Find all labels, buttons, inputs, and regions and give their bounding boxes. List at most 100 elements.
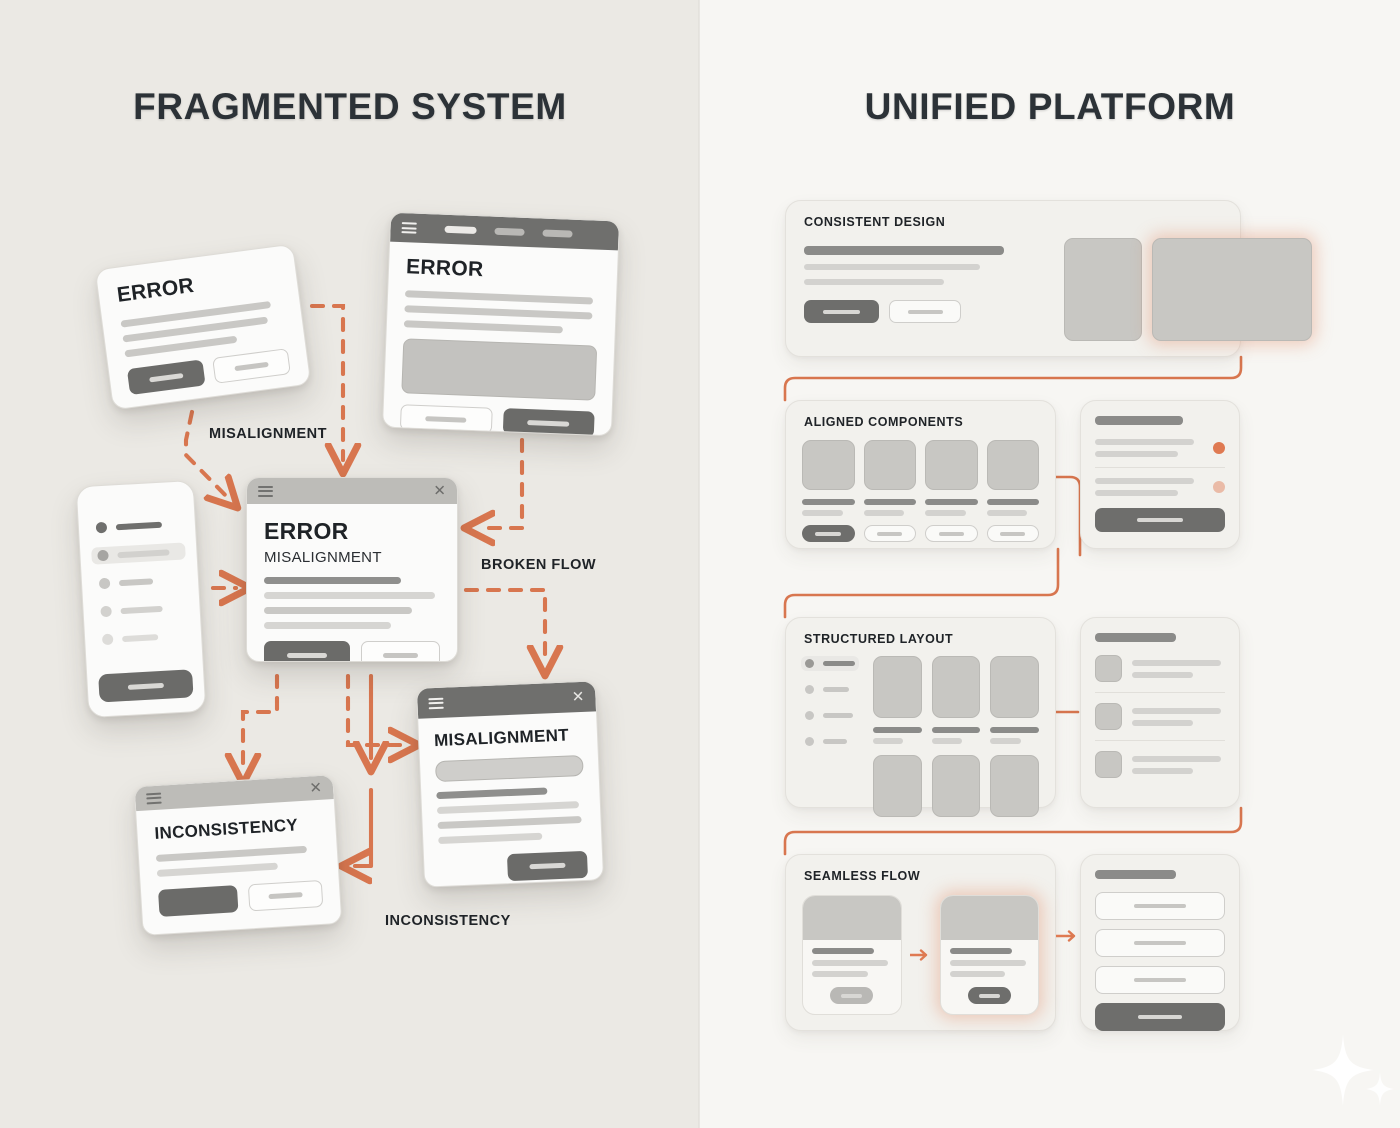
text-line <box>804 264 980 270</box>
section-seamless-flow[interactable]: SEAMLESS FLOW <box>785 854 1056 1031</box>
text-line <box>264 592 435 599</box>
text-line <box>1095 490 1178 496</box>
primary-button[interactable] <box>1095 508 1225 532</box>
component-card[interactable] <box>802 440 855 542</box>
primary-button[interactable] <box>98 669 194 703</box>
secondary-button[interactable] <box>360 641 440 661</box>
text-line <box>1132 671 1194 678</box>
card-heading: ERROR <box>115 273 196 307</box>
hamburger-icon[interactable] <box>258 483 273 499</box>
grid-item[interactable] <box>990 755 1040 817</box>
primary-button[interactable] <box>126 359 206 396</box>
hamburger-icon[interactable] <box>401 220 417 237</box>
grid-item[interactable] <box>873 656 922 744</box>
nav-pill[interactable] <box>494 227 525 236</box>
flow-step-card[interactable] <box>802 895 902 1015</box>
misalignment-window[interactable]: ✕ MISALIGNMENT <box>415 680 605 888</box>
component-card[interactable] <box>925 440 978 542</box>
sparkle-icon <box>1312 1034 1374 1106</box>
section-aligned-components[interactable]: ALIGNED COMPONENTS <box>785 400 1056 549</box>
sidebar-nav-card[interactable] <box>75 479 207 719</box>
aligned-components-detail-panel[interactable] <box>1080 400 1240 549</box>
text-line <box>804 279 944 285</box>
nav-item[interactable] <box>801 708 859 723</box>
component-card[interactable] <box>986 440 1039 542</box>
error-modal-window[interactable]: ✕ ERROR MISALIGNMENT <box>246 477 458 662</box>
nav-item-active[interactable] <box>801 656 859 671</box>
text-line <box>863 499 916 505</box>
sparkle-icon-small <box>1366 1072 1394 1106</box>
text-line <box>863 510 905 516</box>
component-card[interactable] <box>863 440 916 542</box>
secondary-button[interactable] <box>863 525 916 542</box>
primary-button[interactable] <box>157 885 239 917</box>
close-icon[interactable]: ✕ <box>433 482 446 500</box>
flow-button[interactable] <box>967 987 1011 1004</box>
content-block <box>401 338 598 401</box>
nav-label <box>823 687 849 692</box>
thumbnail <box>931 656 981 718</box>
error-browser-window[interactable]: ERROR <box>381 211 621 437</box>
list-thumbnail <box>1095 655 1122 682</box>
nav-item[interactable] <box>94 598 189 620</box>
option-row[interactable] <box>1095 929 1225 957</box>
grid-item[interactable] <box>931 755 981 817</box>
secondary-button[interactable] <box>399 404 493 434</box>
hamburger-icon[interactable] <box>146 790 162 807</box>
secondary-button[interactable] <box>247 879 324 912</box>
nav-item[interactable] <box>89 515 184 537</box>
nav-label <box>115 521 163 530</box>
grid-item[interactable] <box>873 755 922 817</box>
text-line <box>1132 755 1222 762</box>
thumbnail <box>986 440 1039 490</box>
option-row[interactable] <box>1095 966 1225 994</box>
option-row[interactable] <box>1095 892 1225 920</box>
hamburger-icon[interactable] <box>428 695 444 712</box>
text-line <box>155 845 307 863</box>
nav-item[interactable] <box>93 570 188 592</box>
primary-button[interactable] <box>1095 1003 1225 1031</box>
text-line <box>1095 416 1184 425</box>
section-structured-layout[interactable]: STRUCTURED LAYOUT <box>785 617 1056 817</box>
nav-pill[interactable] <box>542 229 573 238</box>
section-consistent-design[interactable]: CONSISTENT DESIGN <box>785 200 1312 357</box>
text-line <box>1095 478 1195 484</box>
secondary-button[interactable] <box>925 525 978 542</box>
list-thumbnail <box>1095 703 1122 730</box>
grid-item[interactable] <box>990 656 1040 744</box>
close-icon[interactable]: ✕ <box>308 779 323 797</box>
status-dot <box>1213 442 1225 454</box>
thumbnail <box>940 896 1038 940</box>
list-item[interactable] <box>1095 751 1225 778</box>
error-card-tilted[interactable]: ERROR <box>94 243 312 411</box>
list-item[interactable] <box>1095 703 1225 730</box>
inconsistency-window[interactable]: ✕ INCONSISTENCY <box>133 774 343 936</box>
nav-item-active[interactable] <box>91 542 186 565</box>
secondary-button[interactable] <box>889 300 961 323</box>
text-line <box>804 246 1004 255</box>
primary-button[interactable] <box>507 850 588 882</box>
primary-button[interactable] <box>802 525 855 542</box>
seamless-flow-detail-panel[interactable] <box>1080 854 1240 1031</box>
list-item[interactable] <box>1095 655 1225 682</box>
primary-button[interactable] <box>264 641 350 661</box>
input-field[interactable] <box>434 754 584 783</box>
preview-tile[interactable] <box>1064 238 1142 341</box>
grid-item[interactable] <box>931 656 981 744</box>
preview-tile-highlighted[interactable] <box>1152 238 1312 341</box>
primary-button[interactable] <box>804 300 879 323</box>
secondary-button[interactable] <box>212 348 291 384</box>
flow-step-card-highlighted[interactable] <box>939 895 1039 1015</box>
nav-item[interactable] <box>801 734 859 749</box>
primary-button[interactable] <box>502 408 595 437</box>
flow-button[interactable] <box>830 987 874 1004</box>
close-icon[interactable]: ✕ <box>571 688 585 706</box>
text-line <box>438 832 542 845</box>
secondary-button[interactable] <box>986 525 1039 542</box>
bullet-icon <box>805 659 814 668</box>
text-line <box>1132 707 1222 714</box>
nav-pill[interactable] <box>444 225 477 234</box>
text-line <box>156 862 279 877</box>
nav-item[interactable] <box>801 682 859 697</box>
structured-layout-detail-panel[interactable] <box>1080 617 1240 808</box>
